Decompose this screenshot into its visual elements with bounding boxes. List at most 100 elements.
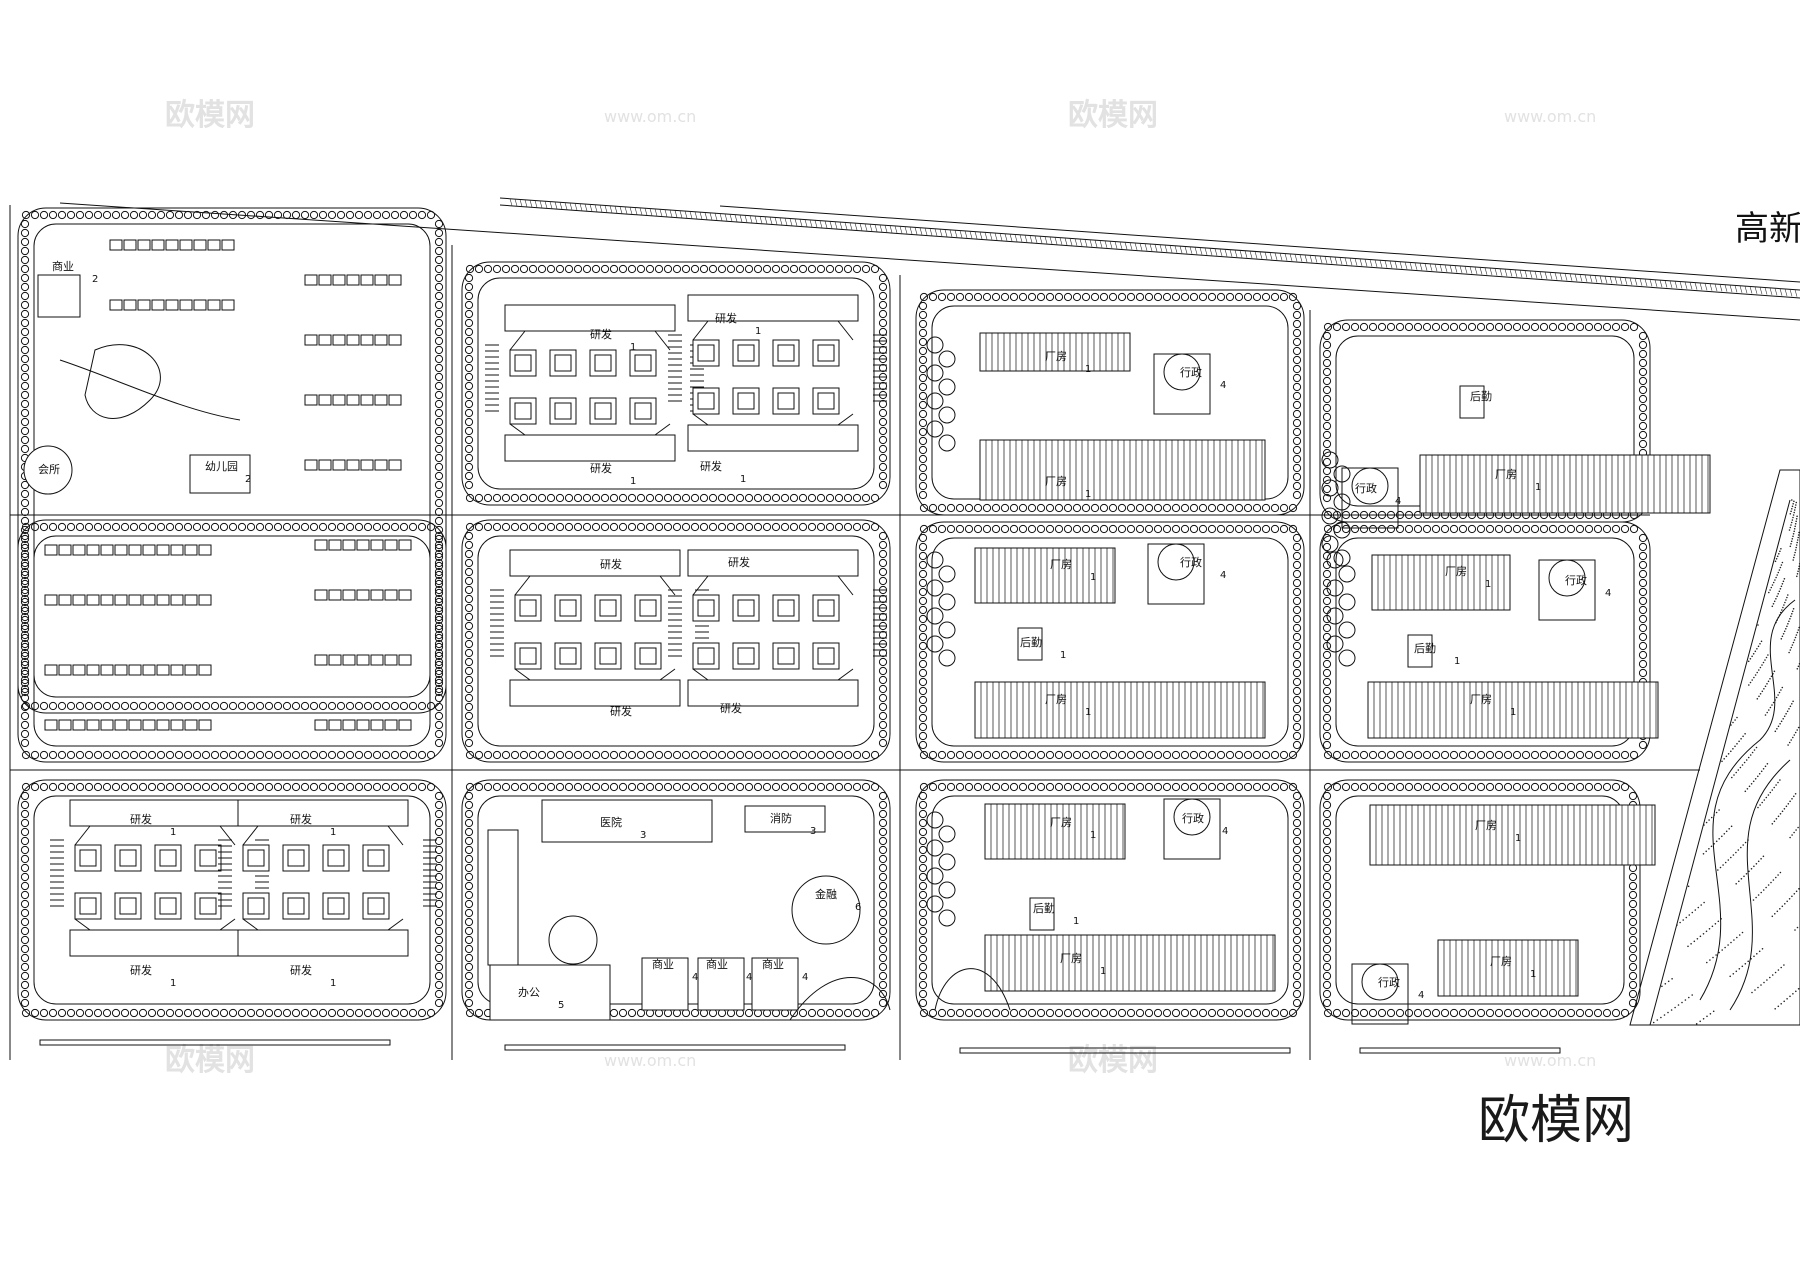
tree — [1045, 782, 1055, 792]
tree — [1494, 782, 1504, 792]
tree — [1135, 524, 1145, 534]
park-stipple — [1784, 903, 1786, 905]
tree — [1207, 1008, 1217, 1018]
tree — [834, 493, 844, 503]
building-label: 商业 — [762, 957, 784, 971]
park-stipple — [1760, 858, 1762, 860]
tree — [918, 436, 928, 446]
building-core — [327, 897, 345, 915]
tree — [1322, 845, 1332, 855]
tree — [1539, 1008, 1549, 1018]
building-label: 行政 — [1378, 975, 1400, 989]
tree — [918, 418, 928, 428]
tree — [798, 750, 808, 760]
tree — [919, 750, 929, 760]
house-unit — [360, 274, 374, 286]
tree — [861, 522, 871, 532]
tree — [1377, 510, 1387, 520]
tree — [1292, 731, 1302, 741]
tree — [20, 980, 30, 990]
tree — [528, 522, 538, 532]
park-stipple — [1792, 503, 1794, 505]
tree — [1638, 551, 1648, 561]
park-stipple — [1747, 960, 1749, 963]
tree — [573, 493, 583, 503]
road-hatch — [554, 201, 558, 209]
tree-cluster — [1326, 635, 1344, 653]
road-hatch — [1244, 250, 1248, 258]
tree — [464, 372, 474, 382]
road-hatch — [989, 232, 993, 240]
house-unit — [114, 719, 128, 731]
park-stipple — [1751, 991, 1753, 994]
park-stipple — [1792, 514, 1795, 516]
road-hatch — [1699, 282, 1703, 291]
tree — [937, 750, 947, 760]
tree — [57, 782, 67, 792]
factory-shed — [1371, 554, 1511, 611]
park-stipple — [1790, 739, 1792, 741]
tree — [327, 210, 337, 220]
tree — [426, 210, 436, 220]
tree — [825, 750, 835, 760]
road-hatch — [944, 229, 948, 237]
tree — [744, 1008, 754, 1018]
tree — [1261, 750, 1271, 760]
house-unit — [114, 594, 128, 606]
tree — [434, 318, 444, 328]
rd-cluster — [490, 549, 709, 707]
building-label: 幼儿园 — [205, 460, 238, 473]
tree — [1323, 782, 1333, 792]
road-hatch — [534, 200, 538, 208]
building-core — [79, 849, 97, 867]
tree — [464, 336, 474, 346]
building-number: 5 — [558, 1000, 564, 1011]
tree — [1530, 524, 1540, 534]
tree — [20, 660, 30, 670]
park-stipple — [1705, 930, 1708, 933]
tree — [1292, 418, 1302, 428]
road-hatch — [1729, 285, 1733, 293]
park-stipple — [1661, 985, 1663, 988]
tree — [246, 750, 256, 760]
building-number: 6 — [855, 902, 861, 913]
tree — [1575, 782, 1585, 792]
tree — [399, 782, 409, 792]
park-stipple — [1766, 711, 1768, 714]
tree — [21, 701, 31, 711]
park-stipple — [1777, 969, 1780, 971]
tree — [1153, 782, 1163, 792]
park-stipple — [1792, 533, 1795, 535]
tree — [1521, 750, 1531, 760]
tree — [1494, 524, 1504, 534]
park-stipple — [1780, 548, 1782, 550]
tree — [918, 971, 928, 981]
tree — [426, 522, 436, 532]
road-hatch — [1419, 263, 1423, 271]
house-unit — [109, 239, 123, 251]
tree — [434, 567, 444, 577]
tree — [20, 908, 30, 918]
road-edge — [59, 202, 1800, 321]
building-label: 研发 — [610, 704, 632, 718]
park-stipple — [1770, 675, 1773, 678]
building-core — [594, 402, 612, 420]
tree — [1602, 322, 1612, 332]
park-stipple — [1687, 885, 1690, 888]
tree — [918, 587, 928, 597]
tree — [1322, 623, 1332, 633]
building-label: 厂房 — [1045, 350, 1067, 363]
building-cube — [629, 349, 657, 377]
tree — [192, 210, 202, 220]
tree — [165, 750, 175, 760]
tree — [434, 336, 444, 346]
tree — [1153, 292, 1163, 302]
tree — [546, 493, 556, 503]
tree — [627, 264, 637, 274]
tree — [918, 677, 928, 687]
tree — [825, 493, 835, 503]
tree — [434, 899, 444, 909]
tree — [878, 971, 888, 981]
park-stipple — [1793, 893, 1796, 895]
tree — [30, 750, 40, 760]
